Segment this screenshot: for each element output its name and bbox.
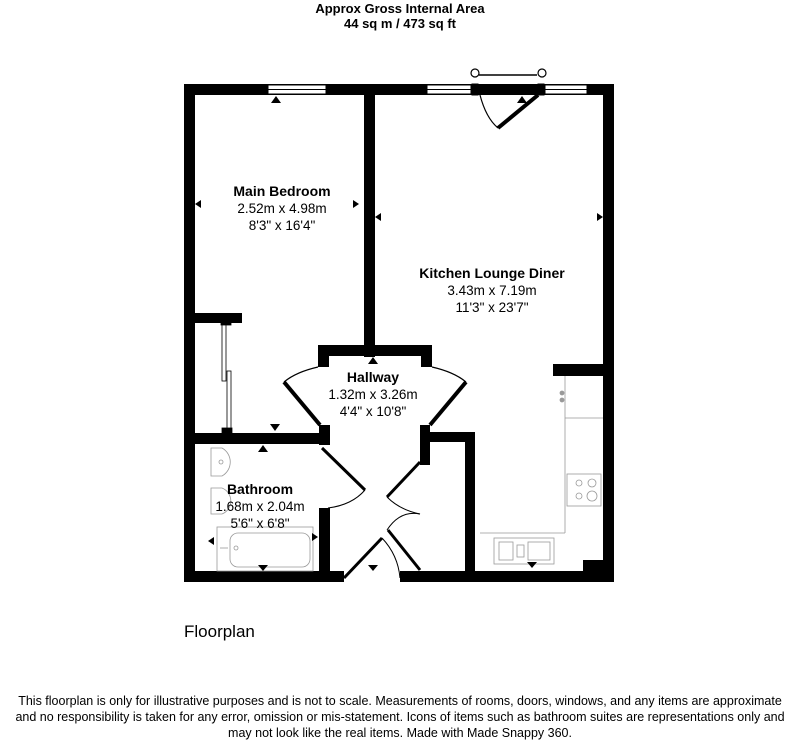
room-imperial: 8'3" x 16'4": [248, 218, 316, 233]
room-metric: 1.68m x 2.04m: [215, 499, 305, 514]
hall-doors: [320, 446, 422, 580]
room-imperial: 4'4" x 10'8": [339, 404, 407, 419]
room-name: Hallway: [346, 369, 400, 385]
dimension-arrows: [195, 96, 603, 571]
room-main-bedroom: Main Bedroom 2.52m x 4.98m 8'3" x 16'4": [202, 183, 362, 234]
room-metric: 1.32m x 3.26m: [328, 387, 418, 402]
area-title: Approx Gross Internal Area: [315, 1, 485, 16]
floorplan-drawing: [184, 68, 614, 582]
room-kitchen-lounge-diner: Kitchen Lounge Diner 3.43m x 7.19m 11'3"…: [392, 265, 592, 316]
room-imperial: 5'6" x 6'8": [230, 516, 290, 531]
room-imperial: 11'3" x 23'7": [455, 300, 529, 315]
room-name: Kitchen Lounge Diner: [419, 265, 565, 281]
bathroom-fixtures: [210, 447, 314, 572]
wardrobe: [220, 319, 233, 434]
balcony-door: [470, 68, 547, 130]
disclaimer-line: and no responsibility is taken for any e…: [15, 710, 785, 724]
windows: [267, 84, 588, 95]
room-bathroom: Bathroom 1.68m x 2.04m 5'6" x 6'8": [200, 481, 320, 532]
room-name: Main Bedroom: [233, 183, 331, 199]
disclaimer-line: may not look like the real items. Made w…: [228, 726, 572, 740]
disclaimer-line: This floorplan is only for illustrative …: [18, 694, 782, 708]
walls: [184, 84, 614, 582]
room-hallway: Hallway 1.32m x 3.26m 4'4" x 10'8": [303, 369, 443, 420]
area-value: 44 sq m / 473 sq ft: [344, 16, 456, 31]
room-metric: 2.52m x 4.98m: [237, 201, 327, 216]
disclaimer: This floorplan is only for illustrative …: [0, 693, 800, 741]
kitchen-fixtures: [480, 376, 603, 565]
room-metric: 3.43m x 7.19m: [447, 283, 537, 298]
area-header: Approx Gross Internal Area 44 sq m / 473…: [0, 1, 800, 31]
floorplan-caption: Floorplan: [184, 622, 255, 641]
room-name: Bathroom: [226, 481, 294, 497]
hallway-arches: [282, 366, 468, 427]
